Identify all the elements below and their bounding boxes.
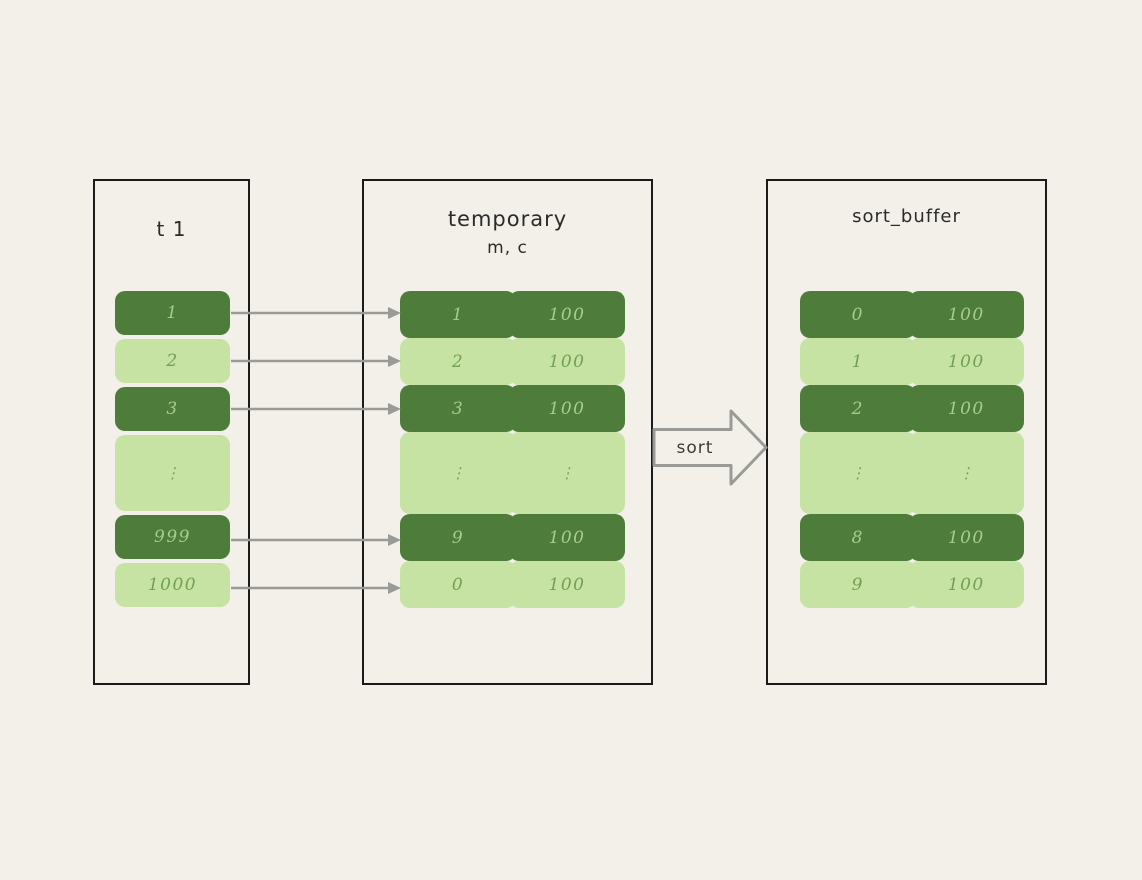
panel-t1-title: t 1 <box>156 217 187 241</box>
panel-sort-buffer-title: sort_buffer <box>852 206 961 227</box>
sort_buffer-cell: ⋮ <box>908 432 1024 514</box>
sort-block-arrow: sort <box>652 409 768 486</box>
sort_buffer-cell: 2 <box>800 385 916 432</box>
sort_buffer-cell: 100 <box>908 338 1024 385</box>
t1-row: 999 <box>115 515 230 559</box>
sort_buffer-cell: 100 <box>908 385 1024 432</box>
temporary-cell: 2 <box>400 338 516 385</box>
temporary-cell: 1 <box>400 291 516 338</box>
temporary-cell: 3 <box>400 385 516 432</box>
temporary-cell: 9 <box>400 514 516 561</box>
sort_buffer-cell: 1 <box>800 338 916 385</box>
t1-row: 2 <box>115 339 230 383</box>
temporary-cell: 100 <box>509 291 625 338</box>
temporary-cell: ⋮ <box>400 432 516 514</box>
t1-cell: 1000 <box>115 563 230 607</box>
temporary-cell: 0 <box>400 561 516 608</box>
temporary-cell: 100 <box>509 514 625 561</box>
t1-cell: 1 <box>115 291 230 335</box>
t1-row: 3 <box>115 387 230 431</box>
sort_buffer-row: ⋮⋮ <box>800 432 1024 514</box>
t1-row: 1 <box>115 291 230 335</box>
sort_buffer-cell: 9 <box>800 561 916 608</box>
sort-block-arrow-shape <box>652 409 768 486</box>
t1-cell: 2 <box>115 339 230 383</box>
sort_buffer-cell: 8 <box>800 514 916 561</box>
temporary-cell: 100 <box>509 338 625 385</box>
sort_buffer-cell: ⋮ <box>800 432 916 514</box>
t1-row: ⋮ <box>115 435 230 511</box>
t1-cell: 3 <box>115 387 230 431</box>
sort_buffer-cell: 100 <box>908 514 1024 561</box>
t1-row: 1000 <box>115 563 230 607</box>
t1-cell: 999 <box>115 515 230 559</box>
temporary-row: ⋮⋮ <box>400 432 625 514</box>
panel-temporary-title: temporary <box>447 207 568 231</box>
sort-arrow-label: sort <box>677 438 714 458</box>
sort_buffer-cell: 100 <box>908 561 1024 608</box>
sort_buffer-cell: 0 <box>800 291 916 338</box>
temporary-cell: 100 <box>509 385 625 432</box>
sort_buffer-cell: 100 <box>908 291 1024 338</box>
temporary-cell: 100 <box>509 561 625 608</box>
t1-cell: ⋮ <box>115 435 230 511</box>
temporary-cell: ⋮ <box>509 432 625 514</box>
panel-temporary-subtitle: m, c <box>487 238 528 258</box>
